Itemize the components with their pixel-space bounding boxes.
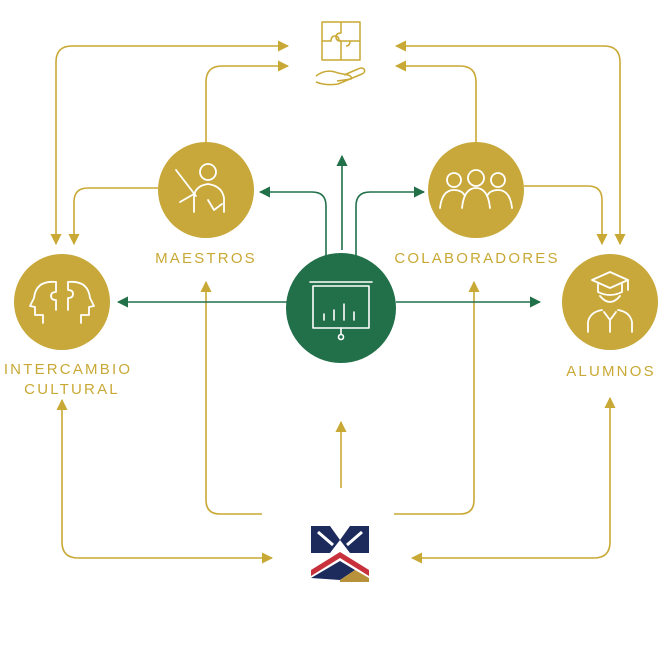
connector-alumnos-to-logo bbox=[410, 396, 616, 564]
graduate-icon bbox=[587, 271, 633, 333]
connector-center-to-colaboradores bbox=[355, 186, 426, 256]
node-colaboradores: COLABORADORES bbox=[394, 142, 559, 267]
teacher-icon bbox=[175, 163, 225, 213]
alumnos-label: ALUMNOS bbox=[566, 363, 656, 380]
connector-logo-to-colaboradores bbox=[394, 280, 480, 515]
connector-top-to-alumnos bbox=[394, 40, 626, 246]
hand-puzzle-icon bbox=[315, 21, 366, 86]
connector-top-to-intercambio bbox=[50, 40, 290, 246]
gold-connectors bbox=[50, 40, 626, 564]
connector-maestros-to-intercambio bbox=[68, 187, 158, 246]
node-maestros: MAESTROS bbox=[155, 142, 257, 267]
colaboradores-label: COLABORADORES bbox=[394, 250, 559, 267]
connector-colaboradores-to-alumnos bbox=[524, 185, 608, 246]
connector-logo-to-maestros bbox=[200, 280, 262, 515]
heads-puzzle-icon bbox=[29, 280, 95, 324]
people-group-icon bbox=[439, 169, 513, 209]
connector-center-to-maestros bbox=[258, 186, 327, 256]
top-node bbox=[315, 21, 366, 86]
intercambio-label-line2: CULTURAL bbox=[24, 381, 120, 398]
connector-intercambio-to-logo bbox=[56, 398, 274, 564]
maestros-label: MAESTROS bbox=[155, 250, 257, 267]
node-center bbox=[286, 253, 396, 363]
presentation-chart-icon bbox=[309, 281, 373, 341]
node-alumnos: ALUMNOS bbox=[562, 254, 658, 380]
school-logo bbox=[311, 526, 369, 582]
connector-maestros-to-top bbox=[205, 60, 290, 142]
node-intercambio: INTERCAMBIO CULTURAL bbox=[4, 254, 132, 398]
green-connectors bbox=[116, 154, 542, 308]
connector-colaboradores-to-top bbox=[394, 60, 477, 142]
intercambio-label-line1: INTERCAMBIO bbox=[4, 361, 132, 378]
